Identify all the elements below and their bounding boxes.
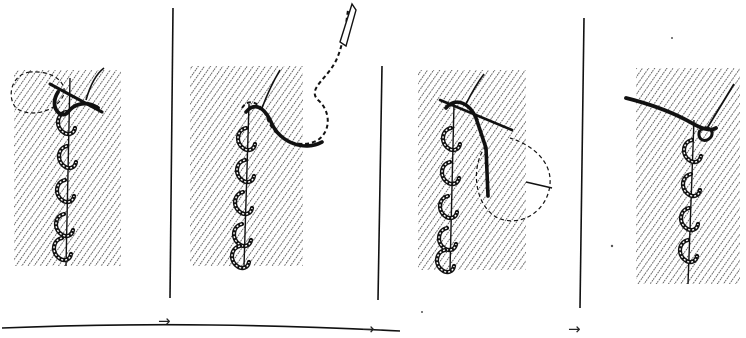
speck <box>671 37 673 39</box>
step-4-panel <box>626 68 740 284</box>
baseline <box>2 325 400 331</box>
separator-3 <box>580 18 584 308</box>
step-arrow-3: → <box>568 320 581 338</box>
step-1-panel <box>11 68 121 266</box>
needle-2 <box>526 182 552 188</box>
fabric-swatch <box>418 70 526 270</box>
step-2-panel <box>190 4 356 268</box>
step-arrow-1: → <box>158 312 171 330</box>
separator-1 <box>170 8 173 298</box>
speck <box>611 245 613 247</box>
needle <box>340 4 356 46</box>
step-3-panel <box>418 70 552 272</box>
speck <box>421 311 423 313</box>
step-arrow-2: → <box>362 320 375 338</box>
separator-2 <box>378 66 382 300</box>
